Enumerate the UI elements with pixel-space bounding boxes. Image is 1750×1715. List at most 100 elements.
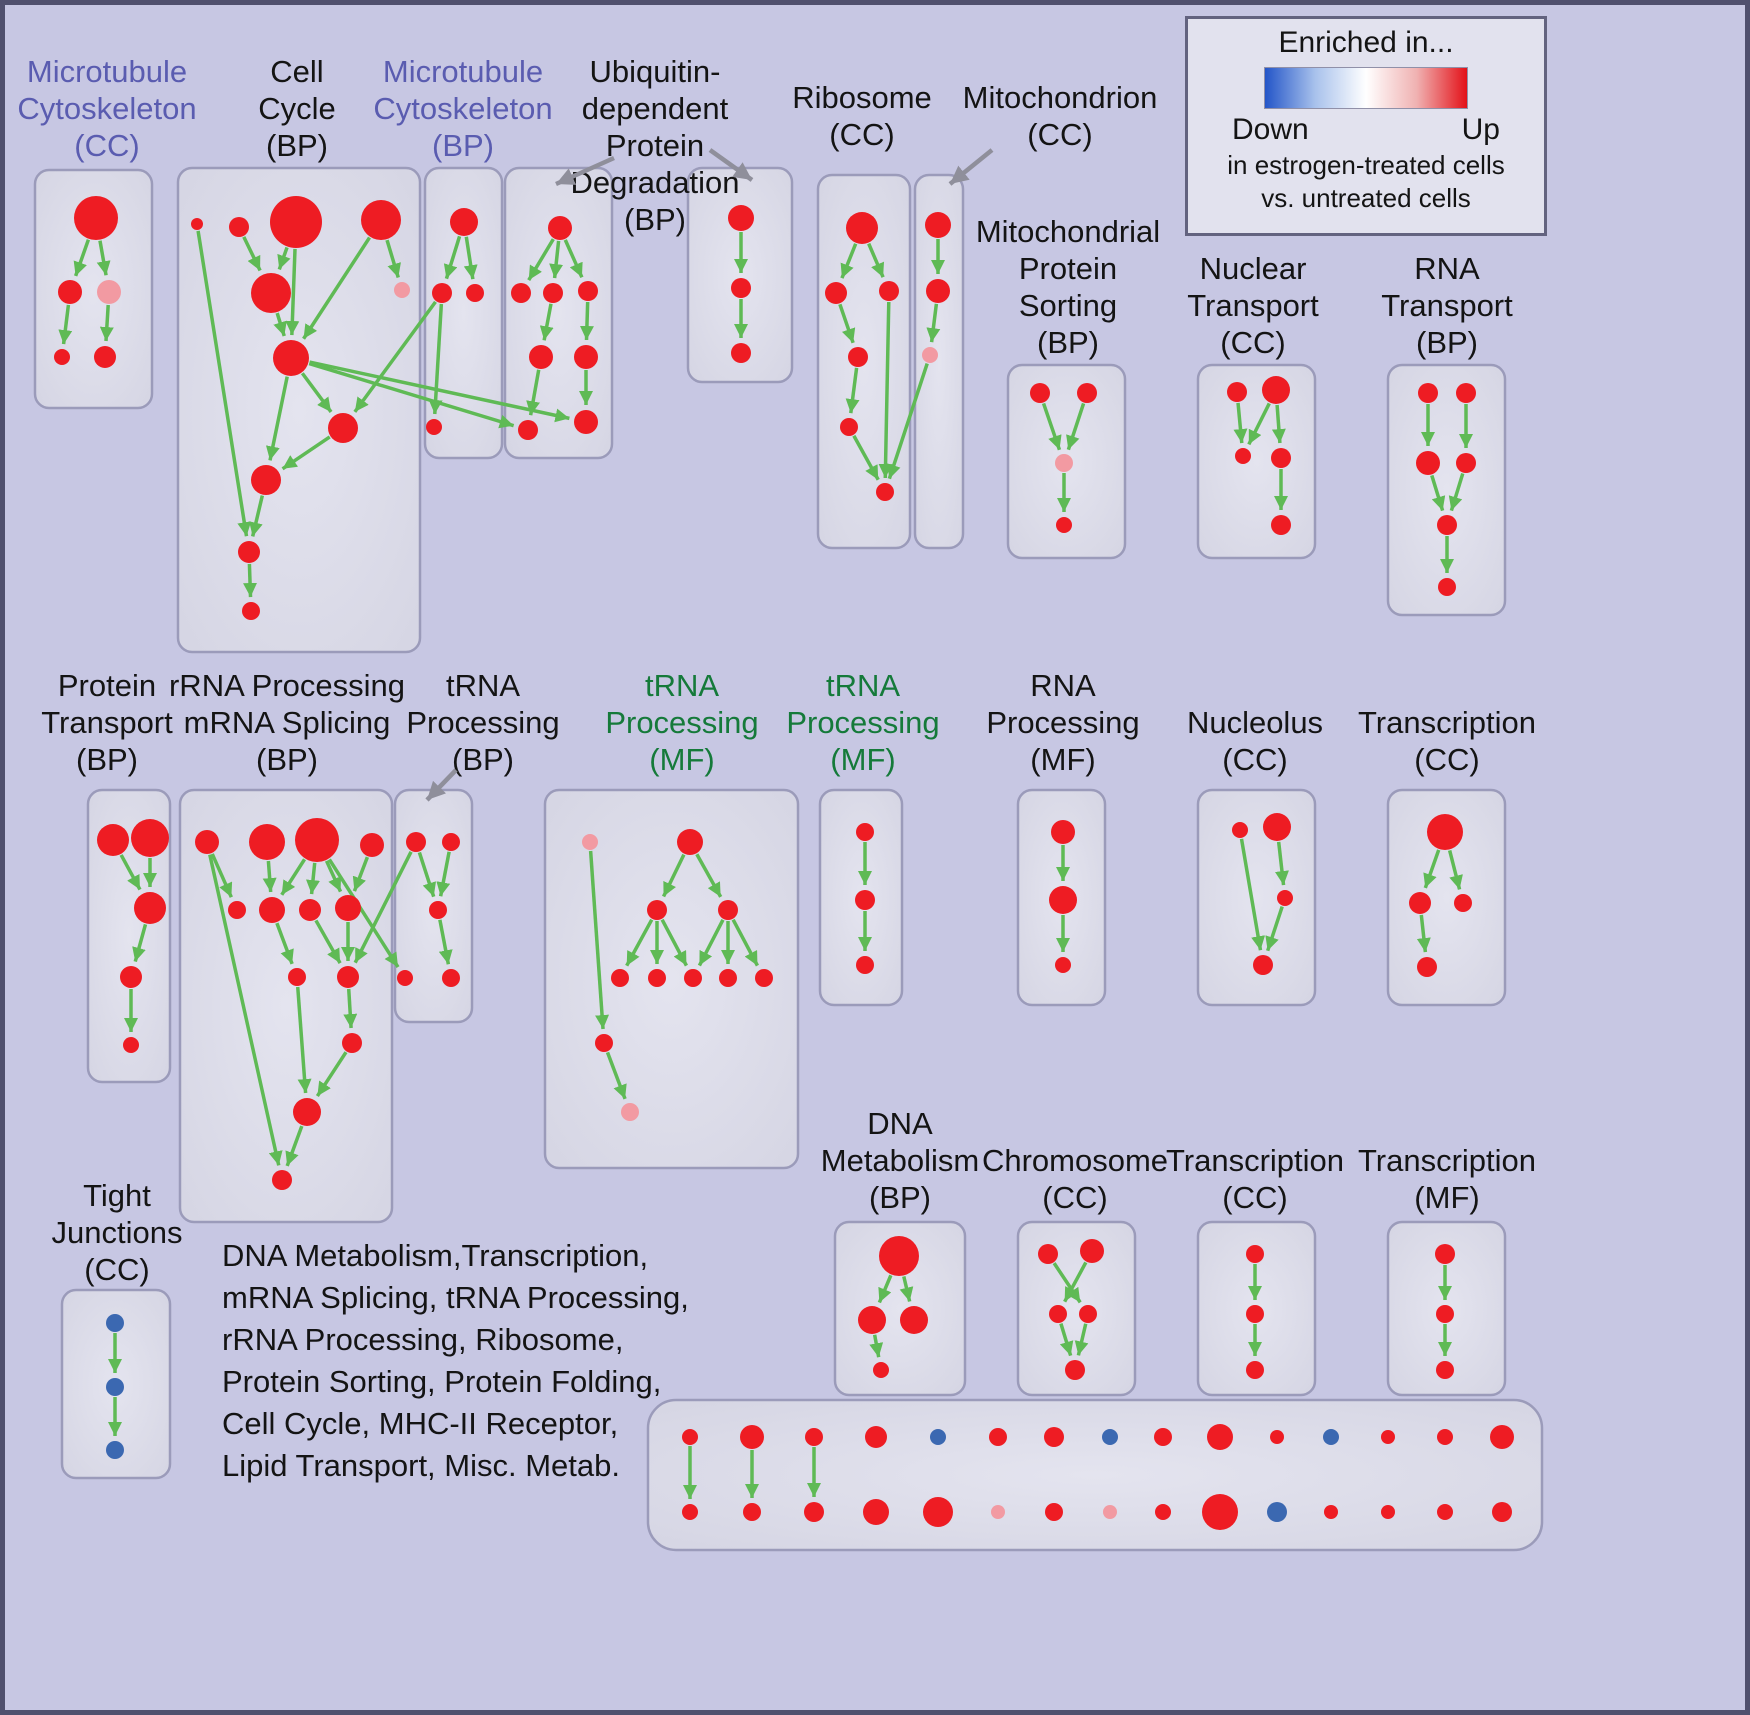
legend-down-label: Down <box>1232 113 1309 146</box>
edge-arrow <box>887 363 929 480</box>
strip-node <box>1492 1502 1512 1522</box>
group-box-chromosome-cc <box>1016 1220 1137 1397</box>
go-term-node <box>856 823 874 841</box>
edge-arrow <box>385 239 401 279</box>
go-term-node <box>1235 448 1251 464</box>
go-term-node <box>719 969 737 987</box>
strip-node <box>1102 1429 1118 1445</box>
go-term-node <box>858 1306 886 1334</box>
go-term-node <box>1271 515 1291 535</box>
label-pointer-arrow <box>708 148 754 182</box>
go-term-node <box>621 1103 639 1121</box>
go-term-node <box>677 829 703 855</box>
go-term-node <box>1435 1244 1455 1264</box>
edge-arrow <box>625 918 654 967</box>
edge-arrow <box>99 304 114 342</box>
edge-arrow <box>353 300 437 413</box>
go-term-node <box>120 966 142 988</box>
go-term-node <box>529 345 553 369</box>
strip-node <box>1490 1425 1514 1449</box>
strip-node <box>804 1502 824 1522</box>
edge-arrow <box>249 495 265 537</box>
go-term-node <box>856 956 874 974</box>
group-box-mitochondrion-cc <box>913 173 965 550</box>
strip-node <box>1437 1429 1453 1445</box>
edge-arrow <box>417 851 437 898</box>
strip-node <box>682 1504 698 1520</box>
strip-node <box>1323 1429 1339 1445</box>
edge-arrow <box>353 851 413 964</box>
strip-node <box>1267 1502 1287 1522</box>
go-term-node <box>238 541 260 563</box>
edge-arrow <box>845 367 860 414</box>
go-term-node <box>432 283 452 303</box>
group-label-mitochondrion-cc: Mitochondrion(CC) <box>963 80 1158 152</box>
edge-arrow <box>324 860 343 893</box>
strip-node <box>1324 1505 1338 1519</box>
edge-arrow <box>1448 473 1465 512</box>
strip-node <box>991 1505 1005 1519</box>
go-term-node <box>1416 451 1440 475</box>
go-term-node <box>731 278 751 298</box>
go-term-node <box>1253 955 1273 975</box>
go-term-node <box>1049 886 1077 914</box>
go-term-node <box>74 196 118 240</box>
edge-arrow <box>1063 1261 1088 1303</box>
strip-node <box>1045 1503 1063 1521</box>
edge-arrow <box>300 372 333 413</box>
group-label-transcription-cc-2: Transcription(CC) <box>1166 1143 1344 1215</box>
go-term-node <box>328 413 358 443</box>
go-term-node <box>846 212 878 244</box>
legend-title: Enriched in... <box>1278 26 1454 59</box>
group-box-microtubule-cytoskeleton-cc <box>33 168 154 410</box>
label-pointer-arrow <box>425 768 458 802</box>
edge-arrow <box>280 858 307 896</box>
go-term-node <box>134 892 166 924</box>
go-term-node <box>926 279 950 303</box>
legend-gradient-bar <box>1264 67 1468 109</box>
group-box-rna-transport-bp <box>1386 363 1507 617</box>
edge-arrow <box>1074 1323 1089 1356</box>
go-term-node <box>648 969 666 987</box>
edge-arrow <box>428 303 444 415</box>
go-term-node <box>397 970 413 986</box>
go-term-node <box>1055 957 1071 973</box>
go-term-node <box>1246 1245 1264 1263</box>
go-term-node <box>251 465 281 495</box>
edge-arrow <box>877 1274 893 1304</box>
go-term-node <box>426 419 442 435</box>
go-term-node <box>299 899 321 921</box>
strip-node <box>1044 1427 1064 1447</box>
go-term-node <box>58 280 82 304</box>
go-term-node <box>295 818 339 862</box>
edge-arrow <box>327 858 400 968</box>
edge-arrow <box>869 1334 884 1358</box>
edge-arrow <box>306 862 320 895</box>
group-box-microtubule-cytoskeleton-bp <box>423 166 504 460</box>
strip-node <box>740 1425 764 1449</box>
edge-arrow <box>309 360 570 423</box>
strip-node <box>682 1429 698 1445</box>
edge-arrow <box>1059 1323 1074 1357</box>
edge-arrow <box>58 304 73 345</box>
go-term-node <box>270 196 322 248</box>
legend-subtitle-line2: vs. untreated cells <box>1261 183 1471 213</box>
edge-arrow <box>96 240 111 276</box>
edge-arrow <box>275 922 294 965</box>
label-pointer-arrow <box>555 155 615 187</box>
go-term-node <box>249 824 285 860</box>
group-box-rrna-processing-mrna-splicing-bp <box>178 788 394 1224</box>
edge-arrow <box>549 240 564 279</box>
edge-arrow <box>1430 474 1446 512</box>
go-term-node <box>442 969 460 987</box>
group-box-dna-metabolism-bp <box>833 1220 967 1397</box>
edge-arrow <box>840 243 858 279</box>
